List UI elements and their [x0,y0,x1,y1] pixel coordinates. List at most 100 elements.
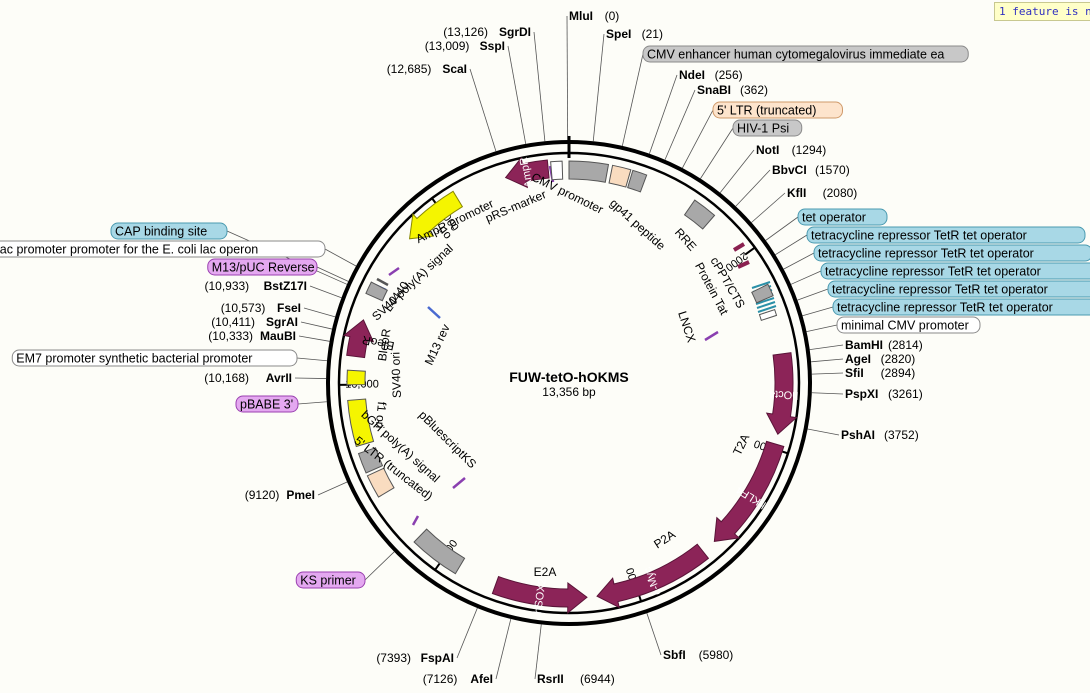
enzyme-spei[interactable]: SpeI(21) [606,27,663,41]
enzyme-avrii[interactable]: AvrII(10,168) [204,371,292,385]
enzyme-bbvci[interactable]: BbvCI(1570) [772,163,850,177]
enzyme-mlui[interactable]: MluI(0) [569,9,619,23]
enzyme-position: (2814) [888,338,923,352]
callout-lac-promoter-promoter-for-the-e-coli-lac-operon-11[interactable]: lac promoter promoter for the E. coli la… [0,240,326,258]
leader-spei [592,33,605,142]
enzyme-position: (10,573) [221,301,266,315]
enzyme-bstz17i[interactable]: BstZ17I(10,933) [204,279,307,293]
enzyme-bamhi[interactable]: BamHI(2814) [845,338,923,352]
inner-label-rre: RRE [672,225,699,253]
enzyme-name: AvrII [266,371,292,385]
callout-tetracycline-repressor-tetr-tet-operator-7[interactable]: tetracycline repressor TetR tet operator [827,280,1090,298]
callout-box [110,222,228,240]
callout-text: KS primer [300,574,356,588]
callout-minimal-cmv-promoter-9[interactable]: minimal CMV promoter [836,316,981,334]
callout-cap-binding-site-10[interactable]: CAP binding site [110,222,228,240]
enzyme-snabi[interactable]: SnaBI(362) [697,83,768,97]
box-sv40-ori-9[interactable] [346,369,366,386]
enzyme-name: NdeI [679,68,705,82]
arrow-ori[interactable] [408,190,464,240]
enzyme-name: FseI [277,301,301,315]
arrow-hsox2[interactable] [491,575,588,615]
enzyme-maubi[interactable]: MauBI(10,333) [208,329,296,343]
callout-cmv-enhancer-human-cytomegalovirus-immediate-ea-0[interactable]: CMV enhancer human cytomegalovirus immed… [642,45,969,63]
leader-afei [495,618,512,680]
enzyme-sbfi[interactable]: SbfI(5980) [663,648,733,662]
callout-tetracycline-repressor-tetr-tet-operator-8[interactable]: tetracycline repressor TetR tet operator [832,298,1090,316]
callout-text: CAP binding site [115,225,207,239]
enzyme-sspi[interactable]: SspI(13,009) [425,39,505,53]
callout-text: lac promoter promoter for the E. coli la… [0,243,258,257]
enzyme-sgrai[interactable]: SgrAI(10,411) [211,315,298,329]
enzyme-fspai[interactable]: FspAI(7393) [376,651,454,665]
callout-tetracycline-repressor-tetr-tet-operator-6[interactable]: tetracycline repressor TetR tet operator [820,262,1090,280]
enzyme-pmei[interactable]: PmeI(9120) [245,488,315,502]
box-f1-ori-8[interactable] [347,398,375,448]
leader-bamhi [809,344,844,351]
enzyme-fsei[interactable]: FseI (10,573) [221,301,301,315]
callout-5-ltr-truncated-1[interactable]: 5' LTR (truncated) [712,101,843,119]
box-cppt-cts-4[interactable] [751,283,774,304]
restriction-sites: MluI(0) SpeI(21) NdeI(256)SnaBI(362) NotI(1… [204,9,922,686]
leader-callout-11 [324,248,357,267]
arrow-hklf4[interactable] [713,440,785,543]
arrow-bleor[interactable] [342,319,375,359]
box-5-ltr-truncated-1[interactable] [608,164,632,188]
callout-box [235,395,299,413]
box-sv40-poly-a-signal-10[interactable] [365,281,388,302]
callout-m13-puc-reverse-12[interactable]: M13/pUC Reverse [207,258,318,276]
arrow-ampr[interactable] [504,156,550,189]
box-cmv-promoter-0[interactable] [568,160,610,183]
enzyme-noti[interactable]: NotI(1294) [756,143,826,157]
enzyme-afei[interactable]: AfeI(7126) [423,672,493,686]
inner-label-sv40-ori: SV40 ori [388,352,404,398]
leader-scai [469,68,497,152]
box-ampr-promoter-11[interactable] [550,160,564,181]
callout-em7-promoter-synthetic-bacterial-promoter-13[interactable]: EM7 promoter synthetic bacterial promote… [11,349,298,367]
enzyme-sfii[interactable]: SfiI(2894) [845,366,915,380]
enzyme-kfli[interactable]: KflI(2080) [787,186,857,200]
callout-text: tet operator [802,211,866,225]
callout-box [11,349,298,367]
box-rre-3[interactable] [683,199,716,230]
enzyme-rsrii[interactable]: RsrII(6944) [537,672,615,686]
callout-box [827,280,1090,298]
box-bgh-poly-a-signal-7[interactable] [357,447,384,474]
enzyme-position: (10,411) [211,315,255,329]
box-hiv-1-psi-2[interactable] [627,169,648,193]
callout-tetracycline-repressor-tetr-tet-operator-4[interactable]: tetracycline repressor TetR tet operator [806,226,1086,244]
enzyme-sgrdi[interactable]: SgrDI(13,126) [443,25,531,39]
callout-tetracycline-repressor-tetr-tet-operator-5[interactable]: tetracycline repressor TetR tet operator [813,244,1090,262]
leader-sbfi [646,613,662,656]
callout-box [832,298,1090,316]
enzyme-name: KflI [787,186,806,200]
enzyme-pspxi[interactable]: PspXI(3261) [845,387,923,401]
leader-callout-13 [296,357,328,362]
box-5-ltr-truncated-6[interactable] [366,467,395,498]
enzyme-agei[interactable]: AgeI(2820) [845,352,915,366]
callout-text: pBABE 3' [240,398,293,412]
feature-callouts: CMV enhancer human cytomegalovirus immed… [0,45,1090,589]
callout-tet-operator-3[interactable]: tet operator [797,208,888,226]
enzyme-position: (362) [740,83,768,97]
enzyme-ndei[interactable]: NdeI(256) [679,68,743,82]
enzyme-position: (13,126) [443,25,488,39]
arrow-c-myc[interactable] [596,543,710,609]
callout-text: tetracycline repressor TetR tet operator [811,229,1027,243]
enzyme-position: (2894) [881,366,916,380]
box-wpre-5[interactable] [413,528,466,575]
callout-hiv-1-psi-2[interactable]: HIV-1 Psi [732,119,803,137]
leader-agei [811,358,844,363]
leader-callout-15 [364,551,395,581]
enzyme-pshai[interactable]: PshAI(3752) [841,428,919,442]
callout-pbabe-3-14[interactable]: pBABE 3' [235,395,299,413]
enzyme-name: RsrII [537,672,564,686]
enzyme-name: MluI [569,9,593,23]
arrow-hoct4[interactable] [765,352,798,435]
enzyme-scai[interactable]: ScaI(12,685) [387,62,467,76]
enzyme-name: PmeI [286,488,315,502]
enzyme-position: (21) [642,27,663,41]
callout-ks-primer-15[interactable]: KS primer [295,571,366,589]
callout-text: CMV enhancer human cytomegalovirus immed… [647,48,944,62]
